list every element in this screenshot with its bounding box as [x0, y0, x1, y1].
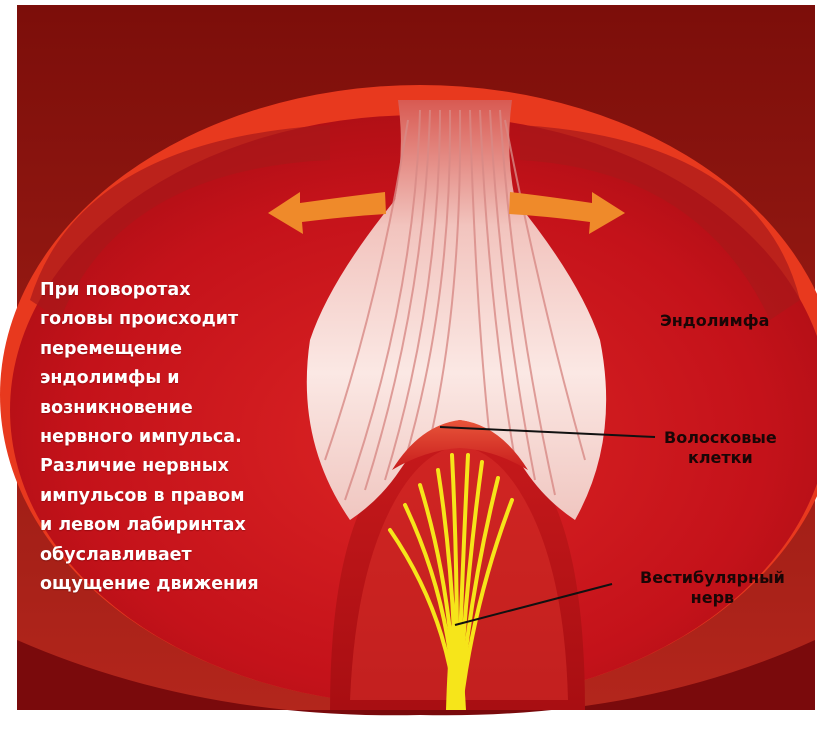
- description-line: и левом лабиринтах: [40, 511, 340, 540]
- vestibular-nerve-label-line: нерв: [640, 588, 785, 608]
- vestibular-nerve-label: Вестибулярный нерв: [640, 568, 785, 608]
- description-line: обуславливает: [40, 541, 340, 570]
- description-text: При поворотах головы происходит перемеще…: [40, 276, 340, 599]
- description-line: ощущение движения: [40, 570, 340, 599]
- endolymph-label: Эндолимфа: [660, 311, 769, 331]
- hair-cells-label-line: Волосковые: [664, 428, 777, 448]
- description-line: нервного импульса.: [40, 423, 340, 452]
- hair-cells-label-line: клетки: [664, 448, 777, 468]
- vestibular-nerve-label-line: Вестибулярный: [640, 568, 785, 588]
- description-line: При поворотах: [40, 276, 340, 305]
- description-line: перемещение: [40, 335, 340, 364]
- description-line: импульсов в правом: [40, 482, 340, 511]
- description-line: эндолимфы и: [40, 364, 340, 393]
- description-line: головы происходит: [40, 305, 340, 334]
- hair-cells-label: Волосковые клетки: [664, 428, 777, 468]
- description-line: Различие нервных: [40, 452, 340, 481]
- description-line: возникновение: [40, 394, 340, 423]
